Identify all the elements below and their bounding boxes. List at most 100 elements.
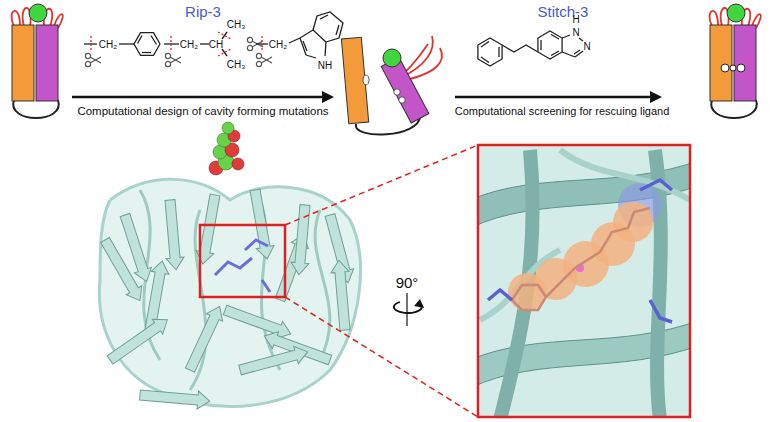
protein-cartoon-part-part [222, 302, 294, 343]
leucine-side-chain-part [222, 32, 227, 39]
zoom-leader-part [285, 297, 478, 417]
process-arrow [455, 91, 662, 103]
leucine-side-chain-part [222, 49, 227, 56]
cut-mark-part [218, 32, 231, 39]
cut-mark-part [90, 36, 91, 52]
tryptophan-side-chain-part [320, 15, 328, 19]
zoom-panel [478, 145, 690, 417]
protein-cartoon-part [140, 190, 330, 390]
chemical-group: NH [318, 60, 332, 71]
folded-protein-schematic-part [29, 4, 47, 22]
protein-cartoon-part-part [139, 386, 210, 410]
zoom-frame [478, 145, 690, 417]
rescue-ligand-structure-part [502, 45, 538, 52]
protein-cartoon-part-part [161, 199, 185, 270]
mutated-residues-part [262, 280, 270, 292]
step-name: Rip-3 [185, 4, 221, 21]
rescue-ligand-structure-part [498, 47, 499, 57]
mutated-residues [215, 240, 270, 292]
process-arrow-part [72, 96, 324, 99]
phenylalanine-side-chain [84, 33, 160, 56]
rescue-ligand-structure-part [551, 35, 559, 40]
protein-cartoon-part-part [182, 303, 228, 374]
chemical-group: CH₂ [180, 39, 198, 50]
rescue-ligand-structure [478, 31, 583, 66]
folded-protein-schematic-part [12, 25, 34, 101]
protein-cartoon-part [182, 303, 228, 374]
folded-protein-schematic-part [13, 100, 58, 118]
rescue-ligand-structure-part [481, 57, 489, 63]
folded-protein-schematic-part [36, 25, 58, 101]
phenylalanine-side-chain-part [138, 36, 143, 44]
cut-mark-part [165, 53, 181, 66]
phenylalanine-side-chain-part [119, 43, 134, 44]
atom-label: H [572, 14, 579, 25]
atom-label: N [583, 41, 590, 52]
rescued-protein-schematic-part [710, 25, 732, 101]
rescue-ligand-structure-part [481, 42, 489, 48]
process-arrow-part [322, 91, 334, 103]
bound-ligand-spheres-part [222, 122, 234, 134]
tryptophan-side-chain-part [289, 38, 300, 43]
protein-cartoon-part [105, 312, 173, 367]
atom-label: N [572, 27, 579, 38]
phenylalanine-side-chain-part [134, 33, 160, 56]
process-arrow [72, 91, 334, 103]
cut-mark-part [170, 36, 171, 52]
tryptophan-side-chain-part [325, 42, 326, 56]
destabilized-protein-schematic-part [341, 37, 368, 123]
rescue-ligand-structure-part [538, 31, 562, 59]
protein-cartoon-part-part [330, 259, 354, 330]
tryptophan-side-chain-part [313, 30, 326, 42]
chemical-group: CH₃ [227, 59, 246, 70]
destabilized-protein-schematic [341, 36, 442, 134]
rescued-protein-schematic-part [730, 65, 736, 71]
zoom-panel-part [650, 300, 672, 322]
rotation-symbol-part [406, 293, 408, 326]
destabilized-protein-schematic-part [394, 89, 400, 95]
protein-cartoon-part-part [116, 212, 155, 284]
rescued-protein-schematic-part [734, 25, 756, 101]
mutated-residues-part [245, 240, 268, 250]
zoom-box [200, 225, 285, 297]
rescued-protein-schematic-part [711, 100, 756, 118]
tryptophan-side-chain-part [306, 55, 316, 58]
chemical-group: CH [209, 39, 223, 50]
rescue-ligand-structure-part [478, 38, 502, 66]
step-name: Stitch-3 [538, 4, 589, 21]
protein-cartoon-part-part [194, 193, 224, 265]
bound-ligand-spheres-part [232, 158, 244, 170]
rotation-symbol [394, 293, 424, 326]
rescued-protein-schematic-part [727, 4, 745, 22]
rescued-protein-schematic-part [737, 64, 745, 72]
zoom-panel-part [488, 290, 512, 300]
rescue-ligand-structure-part [540, 40, 541, 50]
rescued-protein-schematic-part [721, 64, 729, 72]
protein-cartoon-part [194, 193, 224, 265]
cut-mark-part [218, 49, 231, 56]
rescue-ligand-structure-part [562, 52, 575, 57]
protein-cartoon-part [238, 343, 310, 379]
phenylalanine-side-chain-part [142, 52, 151, 53]
leucine-side-chain [164, 32, 227, 56]
tryptophan-side-chain-part [300, 38, 306, 55]
protein-cartoon-part-part [290, 204, 314, 275]
tryptophan-side-chain-part [336, 25, 339, 35]
zoom-leader-part [285, 145, 478, 225]
rescue-ligand-structure-part [579, 38, 583, 41]
tryptophan-side-chain [256, 12, 343, 58]
zoom-panel-part [512, 208, 650, 310]
destabilized-protein-schematic-part [383, 49, 401, 67]
process-arrow-part [650, 91, 662, 103]
tryptophan-side-chain-part [303, 41, 307, 51]
phenylalanine-side-chain-part [151, 36, 157, 45]
destabilized-protein-schematic-part [381, 57, 429, 123]
cut-mark [165, 32, 263, 67]
folded-protein-schematic [12, 4, 63, 118]
cut-mark [85, 36, 101, 67]
protein-cartoon-part-part [105, 312, 173, 367]
rescue-ligand-structure-part [574, 50, 580, 54]
leucine-side-chain-part [200, 43, 209, 44]
